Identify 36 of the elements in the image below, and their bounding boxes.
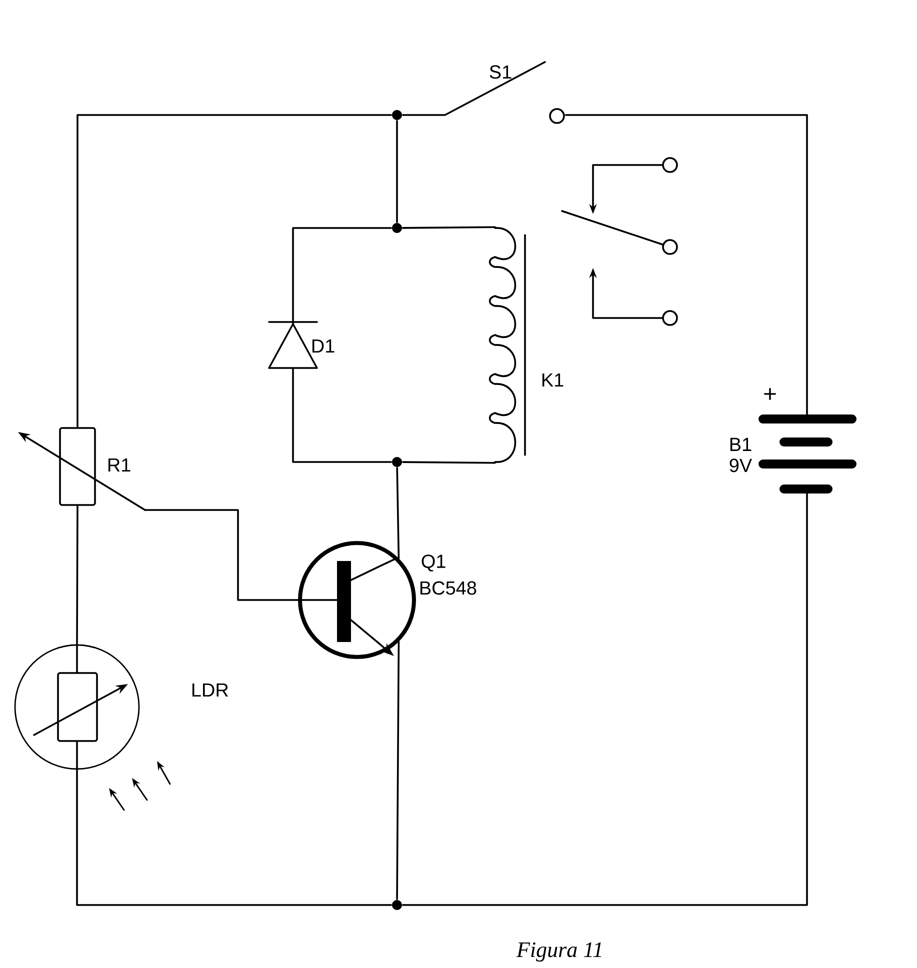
component-label: Q1 — [422, 554, 446, 572]
wire — [396, 120, 398, 223]
junction-dot — [392, 223, 402, 233]
figure-caption: Figura 11 — [516, 942, 602, 962]
junction-dot — [392, 110, 402, 120]
wire — [76, 114, 392, 428]
wire — [76, 768, 392, 906]
component-label: K1 — [542, 373, 564, 387]
wire — [396, 467, 400, 560]
wire — [402, 492, 808, 906]
polarity-sign: + — [764, 388, 776, 400]
transistor-symbol — [298, 541, 416, 659]
terminal-circle — [662, 310, 678, 326]
wire — [402, 226, 496, 229]
component-label: LDR — [192, 683, 228, 697]
wire — [402, 461, 496, 464]
wire — [76, 505, 78, 646]
terminal-circle — [662, 157, 678, 173]
junction-dot — [392, 457, 402, 467]
component-label: BC548 — [420, 581, 476, 595]
switch-symbol — [444, 61, 565, 124]
component-label: S1 — [490, 65, 512, 79]
wire — [144, 509, 299, 601]
wire — [292, 227, 392, 322]
component-label: R1 — [108, 458, 130, 472]
wire — [292, 370, 392, 463]
terminal-circle — [662, 239, 678, 255]
wire — [396, 640, 400, 900]
ldr-symbol — [14, 644, 140, 770]
component-label: D1 — [312, 339, 334, 353]
wire — [402, 114, 445, 116]
battery-symbol — [758, 414, 856, 494]
component-label: B1 9V — [730, 438, 752, 472]
contact-blade — [561, 210, 664, 246]
junction-dot — [392, 900, 402, 910]
relay-coil-symbol — [488, 227, 526, 463]
